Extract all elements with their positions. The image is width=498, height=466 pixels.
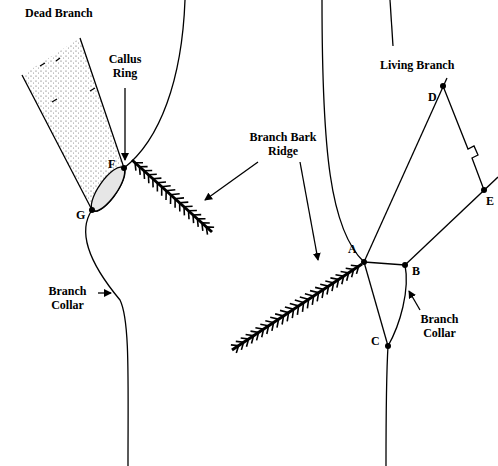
leader-arrow [205,162,258,200]
point-letter: E [486,194,494,208]
cut-line [364,262,405,265]
branch-edge [405,177,498,265]
cut-line [364,262,388,346]
point-letter: C [371,334,380,348]
trunk-edge [124,0,185,168]
ridge-axis [232,264,362,350]
point-letter: A [348,242,357,256]
point-letter: B [412,264,420,278]
branch-marks [40,58,95,102]
branch-edge [364,78,447,262]
cut-line [443,86,484,190]
leader-arrow [409,291,420,310]
point-letter: F [108,157,115,171]
branch-collar-line [86,210,128,466]
point-letter: G [76,208,85,222]
part-label: Branch Collar [40,284,95,312]
point-letter: D [428,90,437,104]
branch-bark-ridges [132,160,362,353]
leader-arrow [300,162,318,260]
leader-arrow [98,292,111,293]
leader-arrow [124,88,125,160]
part-label: Branch Collar [412,312,467,340]
part-label: Dead Branch [25,6,93,20]
ridge-barbs [135,163,214,235]
part-label: Callus Ring [100,52,150,80]
trunk-edge [322,0,364,262]
part-label: Living Branch [380,58,454,72]
branch-collar-line [386,265,406,466]
trunk-edge [390,0,393,46]
part-label: Branch Bark Ridge [238,130,328,158]
points [89,83,487,349]
ridge-barbs [231,265,359,353]
